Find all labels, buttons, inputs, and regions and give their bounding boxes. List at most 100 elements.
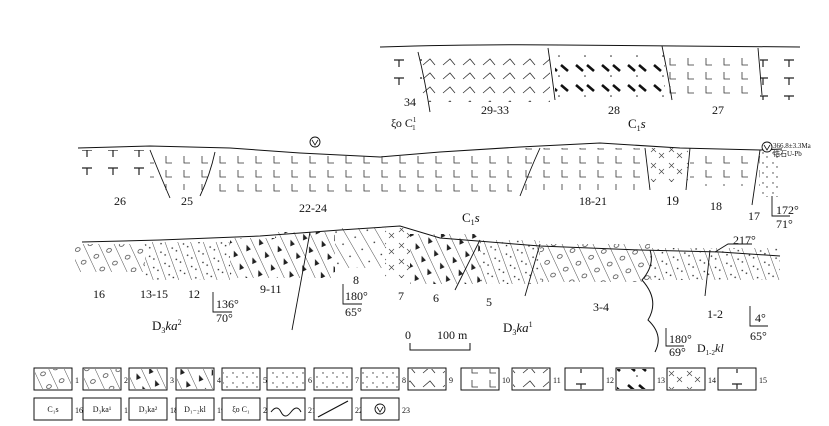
sample-symbol <box>310 137 320 147</box>
unit-34-pattern <box>382 52 422 87</box>
unit-26-pattern <box>82 150 152 185</box>
unit-6-pattern <box>410 234 480 284</box>
legend-number: 3 <box>170 376 174 385</box>
legend-number: 12 <box>606 376 614 385</box>
unit-25-pattern <box>150 150 210 190</box>
unit-27-pattern <box>668 52 758 97</box>
legend-item-7: 7 <box>314 368 359 390</box>
legend-number: 13 <box>657 376 665 385</box>
legend-number: 7 <box>355 376 359 385</box>
unit-34b-pattern <box>760 55 800 100</box>
unit-22-24-pattern <box>212 152 512 192</box>
svg-text:172°: 172° <box>776 203 799 217</box>
attitude-4-65: 4° 65° <box>750 306 768 343</box>
legend-box-label: D₃ka² <box>139 405 158 414</box>
legend-item-5: 5 <box>222 368 267 390</box>
unit-7-pattern <box>385 228 410 278</box>
legend-number: 15 <box>759 376 767 385</box>
age-method-text: 锆石U-Pb <box>773 149 802 158</box>
unit-9-11-pattern <box>275 232 335 278</box>
legend-box-label: C₁s <box>47 405 58 414</box>
legend-number: 2 <box>124 376 128 385</box>
label-34: 34 <box>404 95 416 109</box>
legend-box-label: D₃ka¹ <box>93 405 112 414</box>
unit-5-pattern <box>480 240 540 284</box>
svg-text:69°: 69° <box>669 345 686 359</box>
legend-item-15: 15 <box>718 368 767 390</box>
legend-number: 6 <box>308 376 312 385</box>
age-text: 366.8±3.3Ma <box>773 142 812 150</box>
label-28: 28 <box>608 103 620 117</box>
legend-number: 10 <box>502 376 510 385</box>
svg-text:180°: 180° <box>345 289 368 303</box>
svg-text:71°: 71° <box>776 217 793 231</box>
unit-17-pattern <box>762 152 782 197</box>
svg-text:70°: 70° <box>216 311 233 325</box>
unit-29-33-pattern <box>420 52 550 102</box>
unit-13-15-pattern <box>145 242 230 280</box>
lower-section: 16 13-15 12 9-11 8 7 6 5 3-4 1-2 136° 70… <box>70 226 790 359</box>
attitude-180-65: 180° 65° <box>343 284 368 319</box>
legend-item-14: 14 <box>667 368 716 390</box>
formation-d3ka1: D3ka1 <box>503 320 533 337</box>
formation-c1s-middle: C1s <box>462 210 480 227</box>
legend-number: 8 <box>402 376 406 385</box>
legend-number: 16 <box>75 406 83 415</box>
label-9-11: 9-11 <box>260 282 282 296</box>
label-27: 27 <box>712 103 724 117</box>
unit-1-2-pattern <box>650 248 780 280</box>
legend-number: 5 <box>263 376 267 385</box>
legend-item-4: 4 <box>176 368 221 390</box>
label-8: 8 <box>353 273 359 287</box>
legend-item-3: 3 <box>129 368 174 390</box>
legend-box-label: D₁₋₂kl <box>184 405 207 414</box>
unit-12-pattern <box>230 238 275 278</box>
label-5: 5 <box>486 295 492 309</box>
unit-19-pattern <box>648 148 688 182</box>
label-22-24: 22-24 <box>299 201 327 215</box>
label-17: 17 <box>748 209 760 223</box>
unit-18-pattern <box>690 150 760 186</box>
svg-text:180°: 180° <box>669 332 692 346</box>
label-19: 19 <box>666 193 679 208</box>
svg-text:65°: 65° <box>345 305 362 319</box>
label-18-21: 18-21 <box>579 194 607 208</box>
unit-16-pattern <box>75 244 145 272</box>
formation-c1s-top: C1s <box>628 116 646 133</box>
label-16: 16 <box>93 287 105 301</box>
unit-28-pattern <box>555 52 665 97</box>
legend-number: 4 <box>217 376 221 385</box>
legend-item-2: 2 <box>83 368 128 390</box>
attitude-172-71: 172° 71° <box>772 196 799 231</box>
label-1-2: 1-2 <box>707 307 723 321</box>
label-7: 7 <box>398 289 404 303</box>
svg-text:136°: 136° <box>216 297 239 311</box>
legend-number: 1 <box>75 376 79 385</box>
formation-d12kl: D1-2kl <box>697 341 724 357</box>
legend-item-20: ξο C₁20 <box>222 398 271 420</box>
legend-item-1: 1 <box>34 368 79 390</box>
label-6: 6 <box>433 291 439 305</box>
top-surface-line <box>380 45 800 47</box>
label-26: 26 <box>114 194 126 208</box>
legend-item-9: 9 <box>408 368 453 390</box>
unit-3-4-pattern <box>540 244 650 282</box>
label-29-33: 29-33 <box>481 103 509 117</box>
svg-text:100 m: 100 m <box>437 328 468 342</box>
legend-item-21: 21 <box>267 398 316 420</box>
attitude-180-69: 180° 69° <box>666 328 692 359</box>
legend-item-16: C₁s 16 <box>34 398 83 420</box>
legend-item-6: 6 <box>267 368 312 390</box>
label-13-15: 13-15 <box>140 287 168 301</box>
legend-item-13: 13 <box>616 368 665 390</box>
scale-bar: 0 100 m <box>405 328 470 350</box>
legend-number: 23 <box>402 406 410 415</box>
legend-item-11: 11 <box>512 368 561 390</box>
legend-number: 11 <box>553 376 561 385</box>
label-18: 18 <box>710 199 722 213</box>
